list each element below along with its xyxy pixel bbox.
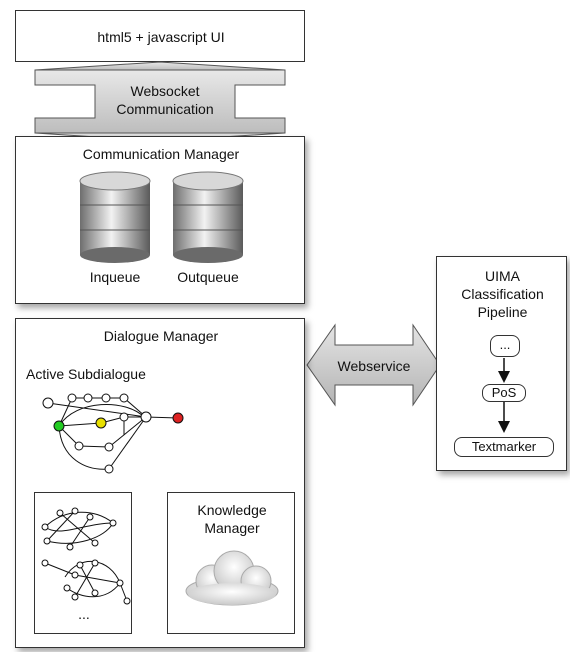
subdialogue-graphs [41, 507, 131, 605]
subdialogues-box: ... [34, 492, 132, 634]
inqueue-database-icon [79, 171, 151, 263]
outqueue-label: Outqueue [177, 269, 239, 285]
knowledge-manager-box: Knowledge Manager [167, 492, 295, 634]
cloud-icon [185, 550, 279, 606]
websocket-label-1: Websocket [130, 83, 200, 99]
webservice-label: Webservice [337, 358, 411, 374]
active-subdialogue-label: Active Subdialogue [26, 366, 146, 382]
subdialogues-ellipsis: ... [78, 606, 90, 622]
database-icons [79, 171, 244, 263]
ui-box-label: html5 + javascript UI [97, 29, 225, 45]
dialogue-manager-title: Dialogue Manager [103, 328, 219, 344]
uima-pipeline-box: UIMA Classification Pipeline ... PoS Tex… [436, 256, 567, 471]
inqueue-label: Inqueue [89, 269, 141, 285]
uima-title-2: Classification [461, 286, 544, 302]
pipeline-node-textmarker: Textmarker [454, 437, 554, 457]
communication-manager-box: Communication Manager Inqueue Outqueue [15, 136, 305, 304]
pipeline-arrows [498, 358, 510, 433]
dialogue-manager-box: Dialogue Manager Active Subdialogue [15, 318, 305, 648]
pipeline-node-ellipsis: ... [490, 335, 520, 357]
knowledge-manager-label-1: Knowledge [197, 502, 267, 518]
ui-box: html5 + javascript UI [15, 10, 305, 62]
uima-title-1: UIMA [485, 268, 520, 284]
uima-title-3: Pipeline [477, 304, 528, 320]
active-subdialogue-graph [42, 393, 184, 474]
outqueue-database-icon [172, 171, 244, 263]
websocket-label-2: Communication [116, 101, 214, 117]
communication-manager-title: Communication Manager [82, 146, 240, 162]
pipeline-node-pos: PoS [482, 384, 526, 402]
knowledge-manager-label-2: Manager [204, 520, 260, 536]
